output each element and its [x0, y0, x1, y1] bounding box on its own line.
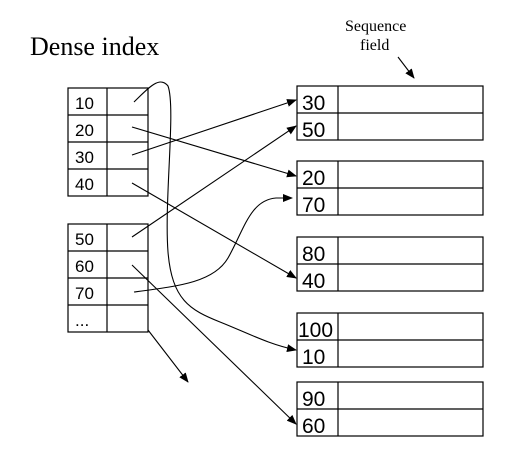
data-key: 60: [302, 415, 325, 438]
data-key: 40: [302, 270, 325, 293]
pointer-arrow: [131, 125, 297, 238]
data-key: 90: [302, 388, 325, 411]
index-key: 50: [75, 230, 94, 249]
data-block-4: 100 10: [296, 312, 484, 369]
index-key: 10: [75, 94, 94, 113]
index-block-1: 10 20 30 40: [67, 87, 149, 197]
annotation-field-label: field: [360, 37, 389, 54]
index-block-2: 50 60 70 ...: [67, 223, 149, 333]
index-key: ...: [75, 311, 89, 330]
pointer-arrow: [131, 126, 297, 178]
data-block-5: 90 60: [296, 381, 484, 438]
data-block-2: 20 70: [296, 160, 484, 217]
data-key: 80: [302, 243, 325, 266]
pointer-arrow: [131, 264, 297, 425]
data-block-1: 30 50: [296, 85, 484, 142]
index-key: 60: [75, 257, 94, 276]
data-block-3: 80 40: [296, 236, 484, 293]
pointer-arrow: [133, 194, 293, 293]
pointer-arrow: [131, 99, 297, 156]
pointer-arrow: [147, 329, 189, 383]
data-key: 10: [302, 346, 325, 369]
data-key: 100: [298, 319, 333, 342]
annotation-arrow: [397, 56, 415, 79]
index-key: 30: [75, 148, 94, 167]
data-key: 70: [302, 194, 325, 217]
pointer-arrow: [131, 182, 297, 279]
annotation-sequence-label: Sequence: [345, 18, 406, 35]
index-key: 70: [75, 284, 94, 303]
diagram-title: Dense index: [30, 32, 159, 61]
data-key: 50: [302, 119, 325, 142]
index-key: 40: [75, 175, 94, 194]
data-key: 20: [302, 167, 325, 190]
index-key: 20: [75, 121, 94, 140]
data-key: 30: [302, 92, 325, 115]
pointer-arrow: [133, 81, 297, 353]
